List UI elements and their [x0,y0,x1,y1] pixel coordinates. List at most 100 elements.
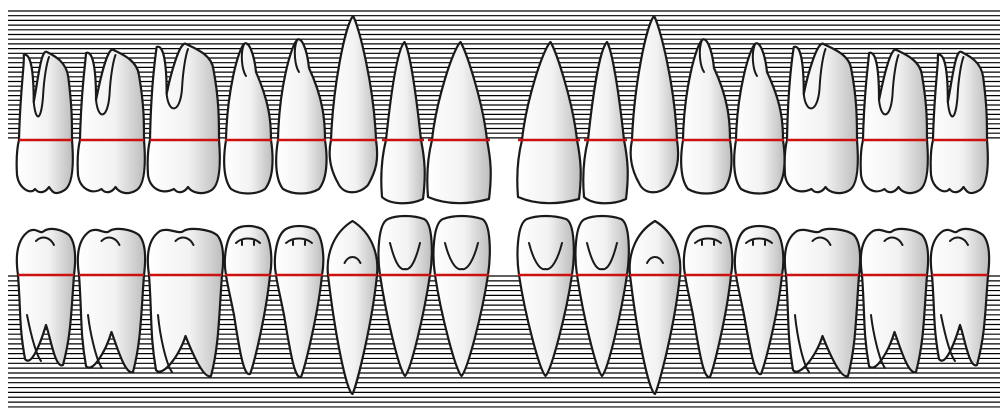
upper-tooth[interactable] [328,14,379,194]
tooth-outline [377,214,433,378]
tooth-outline [223,224,273,376]
lower-tooth[interactable] [859,227,930,374]
lower-tooth[interactable] [628,219,682,396]
tooth-outline [783,42,859,195]
tooth-outline [628,219,682,396]
root-groove [240,43,247,77]
upper-tooth[interactable] [146,42,221,195]
upper-tooth[interactable] [516,40,582,205]
tooth-outline [682,224,734,379]
tooth-outline [326,219,379,396]
tooth-outline [76,227,147,374]
upper-tooth[interactable] [15,50,74,195]
cej-lines [18,138,988,277]
lower-tooth[interactable] [432,214,491,378]
occlusal-groove [100,236,121,246]
tooth-outline [516,214,575,378]
tooth-outline [223,42,274,195]
occlusal-groove [694,237,722,244]
occlusal-groove [35,236,55,246]
lower-tooth[interactable] [146,227,225,378]
upper-arch [15,14,989,205]
root-furcation [95,54,117,116]
root-groove [870,314,886,369]
cusp-mark [752,240,766,246]
upper-tooth[interactable] [733,42,786,195]
upper-tooth[interactable] [426,40,492,205]
root-groove [751,43,758,77]
upper-tooth[interactable] [223,42,274,195]
cingulum-mark [343,256,362,264]
lower-tooth[interactable] [929,227,991,367]
tooth-outline [15,227,77,367]
occlusal-groove [285,237,313,244]
lingual-fossa [528,242,563,271]
tooth-outline [76,48,146,195]
upper-tooth[interactable] [680,38,733,195]
tooth-outline [859,48,929,195]
lower-tooth[interactable] [733,224,785,376]
lower-tooth[interactable] [377,214,433,378]
tooth-outline [859,227,930,374]
occlusal-groove [174,236,195,246]
upper-tooth[interactable] [582,40,629,205]
root-groove [157,314,173,373]
lower-tooth[interactable] [223,224,273,376]
tooth-outline [275,38,328,195]
tooth-outline [783,227,862,378]
cingulum-mark [646,256,664,264]
tooth-outline [629,14,680,194]
lower-tooth[interactable] [273,224,325,379]
tooth-outline [273,224,325,379]
occlusal-groove [883,236,904,246]
root-groove [87,314,103,369]
root-furcation [802,48,827,110]
cusp-mark [701,240,715,246]
lower-tooth[interactable] [516,214,575,378]
lower-arch [15,214,991,396]
lower-tooth[interactable] [783,227,862,378]
occlusal-groove [235,237,261,244]
upper-tooth[interactable] [76,48,146,195]
lingual-fossa [389,242,421,271]
tooth-outline [582,40,629,205]
tooth-outline [516,40,582,205]
root-furcation [165,48,189,110]
lower-tooth[interactable] [682,224,734,379]
tooth-outline [146,227,225,378]
root-furcation [946,56,965,118]
tooth-outline [733,224,785,376]
upper-tooth[interactable] [275,38,328,195]
root-furcation [878,54,900,116]
lingual-fossa [586,242,618,271]
lower-tooth[interactable] [326,219,379,396]
tooth-outline [574,214,630,378]
root-groove [940,314,956,362]
cusp-mark [241,240,255,246]
root-groove [698,39,705,73]
upper-tooth[interactable] [929,50,989,195]
upper-tooth[interactable] [783,42,859,195]
tooth-outline [328,14,379,194]
tooth-outline [146,42,221,195]
root-furcation [32,56,50,118]
root-groove [293,39,300,73]
lingual-fossa [444,242,479,271]
occlusal-groove [811,236,832,246]
upper-tooth[interactable] [629,14,680,194]
upper-tooth[interactable] [380,40,426,205]
root-groove [26,314,42,362]
tooth-outline [432,214,491,378]
cusp-mark [292,240,306,246]
root-groove [794,314,810,373]
tooth-outline [380,40,426,205]
lower-tooth[interactable] [574,214,630,378]
tooth-outline [680,38,733,195]
upper-tooth[interactable] [859,48,929,195]
tooth-outline [426,40,492,205]
occlusal-groove [745,237,773,244]
lower-tooth[interactable] [76,227,147,374]
tooth-outline [733,42,786,195]
lower-tooth[interactable] [15,227,77,367]
